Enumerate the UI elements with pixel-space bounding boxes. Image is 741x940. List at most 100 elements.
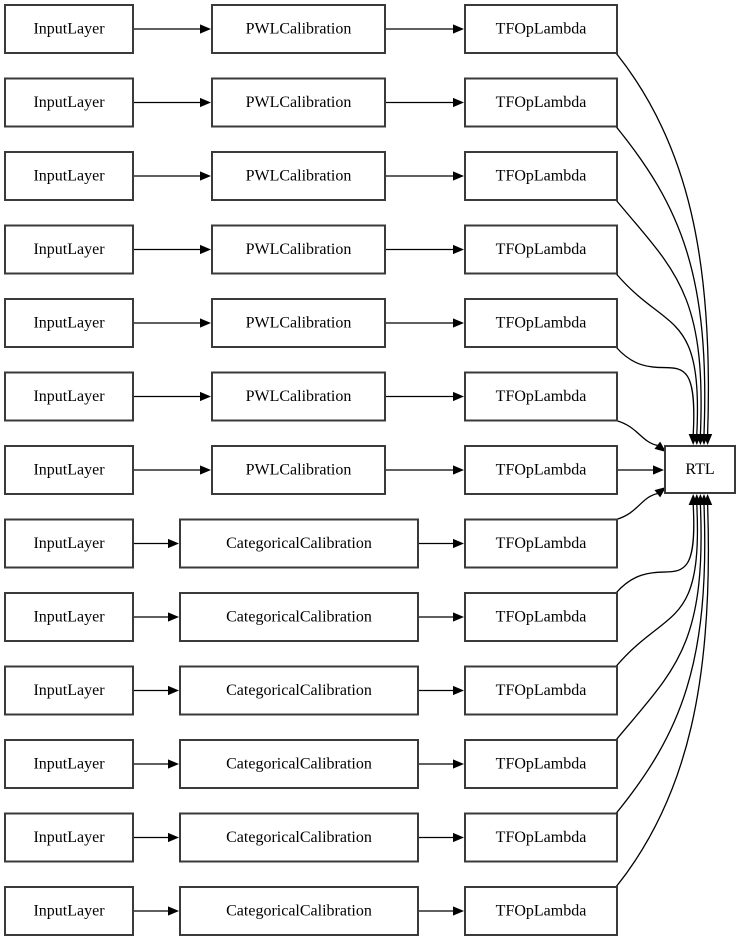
node-calibration-7[interactable]: CategoricalCalibration — [179, 518, 419, 569]
node-input-layer-7-label: InputLayer — [33, 535, 105, 552]
node-input-layer-5-label: InputLayer — [33, 388, 105, 405]
node-lambda-7[interactable]: TFOpLambda — [464, 518, 618, 569]
node-input-layer-12-label: InputLayer — [33, 903, 105, 920]
node-input-layer-2-label: InputLayer — [33, 168, 105, 185]
node-calibration-11[interactable]: CategoricalCalibration — [179, 812, 419, 863]
node-calibration-9-label: CategoricalCalibration — [226, 682, 372, 699]
edge-lambda-to-rtl-3 — [615, 273, 699, 435]
node-calibration-2[interactable]: PWLCalibration — [211, 151, 386, 201]
edge-lambda-to-rtl-5 — [615, 419, 658, 447]
node-calibration-12-box — [179, 886, 419, 936]
node-input-layer-3-box — [4, 224, 134, 275]
edge-lambda-to-rtl-4-arrowhead — [688, 434, 698, 445]
node-input-layer-4[interactable]: InputLayer — [4, 298, 134, 348]
node-input-layer-5[interactable]: InputLayer — [4, 371, 134, 422]
node-lambda-12[interactable]: TFOpLambda — [464, 886, 618, 936]
node-input-layer-9[interactable]: InputLayer — [4, 665, 134, 716]
node-lambda-5-label: TFOpLambda — [496, 388, 587, 405]
edge-input-to-calibration-2-arrowhead — [200, 171, 211, 181]
node-input-layer-5-box — [4, 371, 134, 422]
edge-lambda-to-rtl-12 — [615, 504, 710, 888]
node-input-layer-9-box — [4, 665, 134, 716]
node-calibration-4[interactable]: PWLCalibration — [211, 298, 386, 348]
node-lambda-5-box — [464, 371, 618, 422]
node-calibration-6[interactable]: PWLCalibration — [211, 445, 386, 495]
node-calibration-1[interactable]: PWLCalibration — [211, 77, 386, 128]
edge-calibration-to-lambda-1-arrowhead — [453, 97, 464, 108]
edge-lambda-to-rtl-5-arrowhead — [654, 441, 666, 452]
edge-lambda-to-rtl-4 — [615, 346, 695, 435]
node-calibration-0[interactable]: PWLCalibration — [211, 4, 386, 54]
edge-calibration-to-lambda-2-arrowhead — [453, 171, 464, 181]
node-lambda-11[interactable]: TFOpLambda — [464, 812, 618, 863]
node-input-layer-2-box — [4, 151, 134, 201]
node-input-layer-6[interactable]: InputLayer — [4, 445, 134, 495]
node-lambda-10[interactable]: TFOpLambda — [464, 739, 618, 789]
node-lambda-6-box — [464, 445, 618, 495]
node-calibration-9[interactable]: CategoricalCalibration — [179, 665, 419, 716]
node-calibration-4-label: PWLCalibration — [246, 315, 352, 332]
node-input-layer-1-box — [4, 77, 134, 128]
node-lambda-12-box — [464, 886, 618, 936]
node-calibration-1-label: PWLCalibration — [246, 94, 352, 111]
node-lambda-9[interactable]: TFOpLambda — [464, 665, 618, 716]
edge-lambda-to-rtl-11 — [615, 504, 706, 814]
node-input-layer-10-label: InputLayer — [33, 756, 105, 773]
node-calibration-10-box — [179, 739, 419, 789]
node-lambda-9-box — [464, 665, 618, 716]
node-lambda-11-label: TFOpLambda — [496, 829, 587, 846]
edge-calibration-to-lambda-9-arrowhead — [453, 685, 464, 696]
node-calibration-8[interactable]: CategoricalCalibration — [179, 592, 419, 642]
node-input-layer-10[interactable]: InputLayer — [4, 739, 134, 789]
node-input-layer-0[interactable]: InputLayer — [4, 4, 134, 54]
node-input-layer-11[interactable]: InputLayer — [4, 812, 134, 863]
node-calibration-4-box — [211, 298, 386, 348]
node-input-layer-1[interactable]: InputLayer — [4, 77, 134, 128]
node-lambda-4[interactable]: TFOpLambda — [464, 298, 618, 348]
node-lambda-1-label: TFOpLambda — [496, 94, 587, 111]
node-calibration-3-label: PWLCalibration — [246, 241, 352, 258]
node-lambda-0[interactable]: TFOpLambda — [464, 4, 618, 54]
node-input-layer-12[interactable]: InputLayer — [4, 886, 134, 936]
node-lambda-3[interactable]: TFOpLambda — [464, 224, 618, 275]
node-input-layer-2[interactable]: InputLayer — [4, 151, 134, 201]
node-calibration-7-label: CategoricalCalibration — [226, 535, 372, 552]
node-calibration-12[interactable]: CategoricalCalibration — [179, 886, 419, 936]
edge-calibration-to-lambda-4-arrowhead — [453, 318, 464, 328]
node-lambda-2-box — [464, 151, 618, 201]
node-calibration-5[interactable]: PWLCalibration — [211, 371, 386, 422]
node-input-layer-3[interactable]: InputLayer — [4, 224, 134, 275]
edge-lambda-to-rtl-0 — [615, 52, 710, 435]
edge-lambda-to-rtl-7 — [615, 492, 658, 521]
node-calibration-10[interactable]: CategoricalCalibration — [179, 739, 419, 789]
edge-input-to-calibration-11-arrowhead — [168, 832, 179, 843]
node-rtl-output[interactable]: RTL — [664, 445, 736, 494]
node-lambda-1[interactable]: TFOpLambda — [464, 77, 618, 128]
node-lambda-4-label: TFOpLambda — [496, 315, 587, 332]
node-calibration-8-box — [179, 592, 419, 642]
edge-input-to-calibration-8-arrowhead — [168, 612, 179, 622]
node-input-layer-1-label: InputLayer — [33, 94, 105, 111]
node-calibration-6-label: PWLCalibration — [246, 462, 352, 479]
node-calibration-7-box — [179, 518, 419, 569]
node-lambda-12-label: TFOpLambda — [496, 903, 587, 920]
node-rtl-output-label: RTL — [685, 461, 714, 478]
edge-lambda-to-rtl-2 — [615, 199, 702, 435]
node-calibration-3[interactable]: PWLCalibration — [211, 224, 386, 275]
node-lambda-11-box — [464, 812, 618, 863]
node-lambda-6[interactable]: TFOpLambda — [464, 445, 618, 495]
node-lambda-2[interactable]: TFOpLambda — [464, 151, 618, 201]
node-lambda-8-label: TFOpLambda — [496, 609, 587, 626]
node-lambda-3-box — [464, 224, 618, 275]
node-lambda-5[interactable]: TFOpLambda — [464, 371, 618, 422]
node-input-layer-10-box — [4, 739, 134, 789]
edge-lambda-to-rtl-1 — [615, 126, 706, 435]
node-input-layer-0-label: InputLayer — [33, 21, 105, 38]
node-calibration-2-label: PWLCalibration — [246, 168, 352, 185]
node-lambda-3-label: TFOpLambda — [496, 241, 587, 258]
node-lambda-8[interactable]: TFOpLambda — [464, 592, 618, 642]
node-lambda-0-box — [464, 4, 618, 54]
node-input-layer-7[interactable]: InputLayer — [4, 518, 134, 569]
node-input-layer-8[interactable]: InputLayer — [4, 592, 134, 642]
